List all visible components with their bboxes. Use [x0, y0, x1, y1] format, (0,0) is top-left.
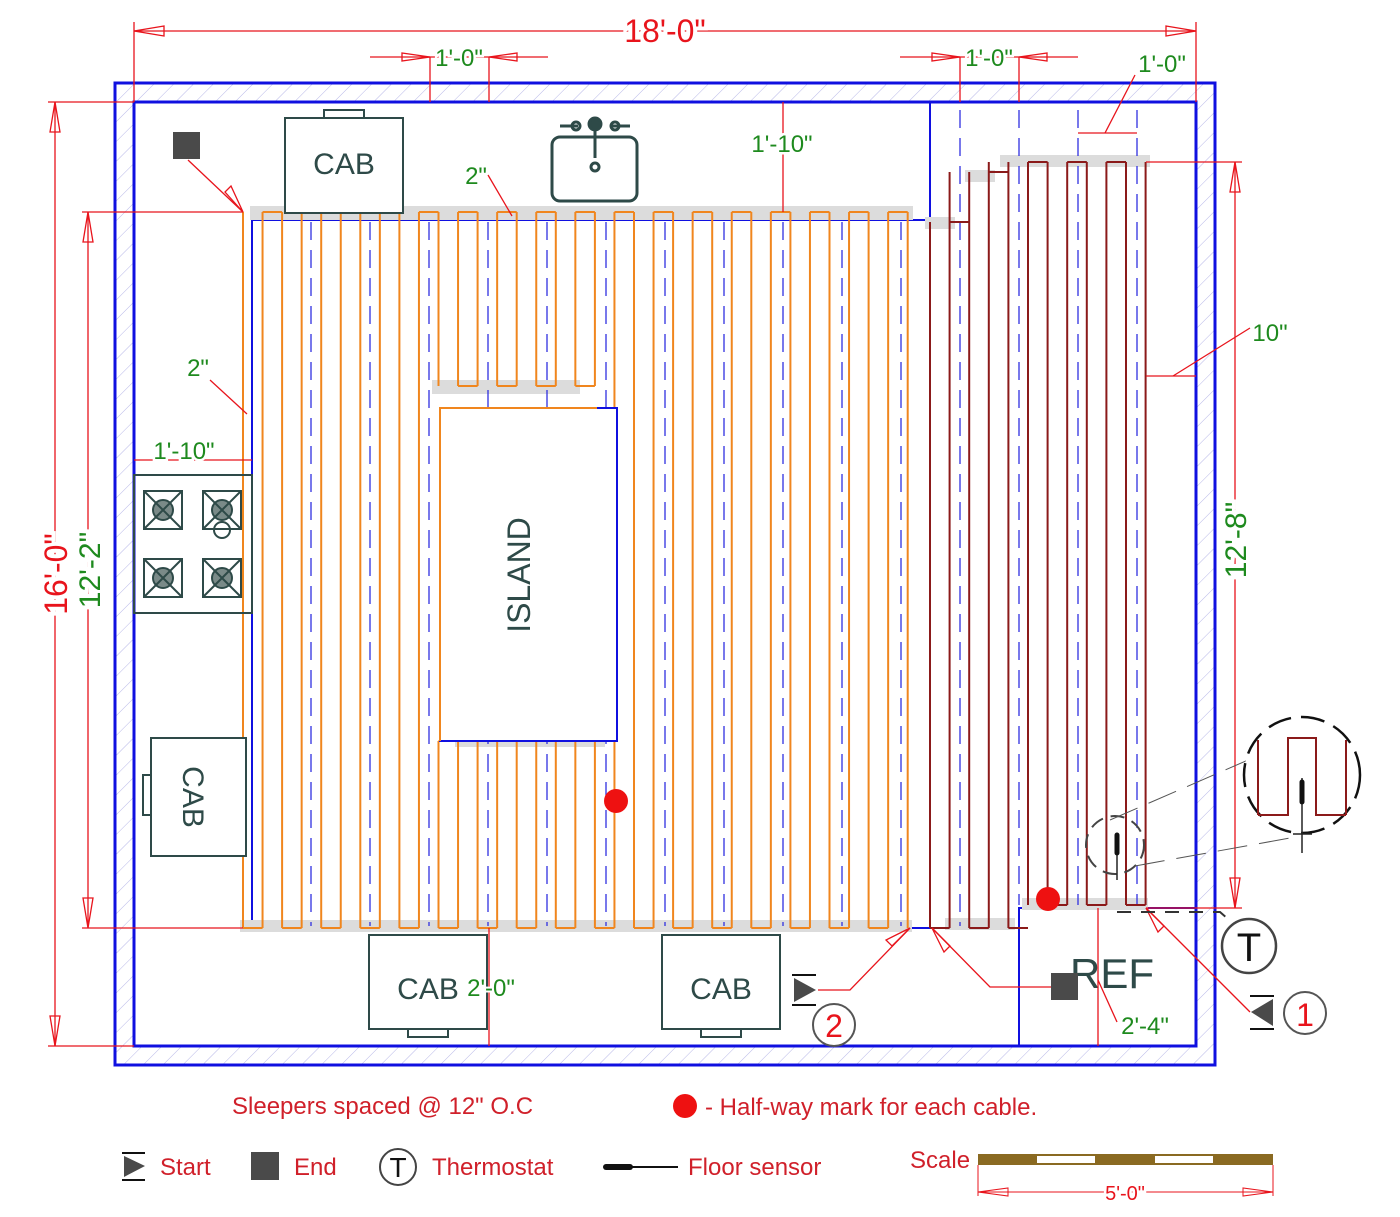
thermostat-legend-icon — [379, 1148, 417, 1186]
legend-floor-sensor: Floor sensor — [688, 1154, 821, 1181]
scale-label: Scale — [910, 1147, 970, 1174]
burner-icon — [202, 558, 242, 598]
thermostat-letter: T — [1237, 926, 1261, 970]
cabinet-bottom-2: CAB — [661, 934, 781, 1038]
sink-icon — [550, 116, 639, 203]
halfway-mark-icon — [1036, 887, 1060, 911]
burner-icon — [202, 490, 242, 530]
island: ISLAND — [439, 407, 618, 742]
burner-frame — [143, 490, 183, 530]
halfway-mark-icon — [604, 789, 628, 813]
dim-top-offset: 1'-10" — [751, 131, 812, 158]
dim-heated-left: 12'-2" — [74, 532, 107, 608]
scale-value: 5'-0" — [1105, 1183, 1145, 1205]
burner-frame — [143, 558, 183, 598]
dim-wall-gap-top: 2" — [465, 163, 487, 190]
dim-sleeper-spacing-2: 1'-0" — [965, 45, 1013, 72]
dim-sleeper-spacing-3: 1'-0" — [1138, 51, 1186, 78]
burner-frame — [202, 558, 242, 598]
dim-cab-offset: 2'-0" — [467, 975, 515, 1002]
legend-end: End — [294, 1154, 337, 1181]
cabinet-bottom-2-label: CAB — [690, 973, 752, 1006]
dim-right-gap: 10" — [1252, 320, 1287, 347]
sleeper-note: Sleepers spaced @ 12" O.C — [232, 1093, 533, 1120]
cable-1-red — [929, 161, 1147, 929]
cabinet-left-label: CAB — [176, 766, 209, 828]
end-marker-icon — [1051, 973, 1078, 1000]
scale-bar — [977, 1154, 1274, 1197]
legend-start: Start — [160, 1154, 211, 1181]
halfway-legend-icon — [673, 1094, 697, 1118]
legend-thermostat: Thermostat — [432, 1154, 554, 1181]
thermostat-legend-letter: T — [389, 1152, 406, 1183]
ref-label: REF — [1070, 950, 1154, 997]
burner-grate — [143, 558, 183, 598]
burner-frame — [202, 490, 242, 530]
burner-icon — [143, 490, 183, 530]
cable-1-number: 1 — [1296, 997, 1314, 1033]
thermostat-icon: T — [1117, 911, 1278, 975]
stove-icon — [133, 474, 253, 614]
dim-stove-depth: 1'-10" — [153, 438, 214, 465]
cabinet-top-label: CAB — [313, 148, 375, 181]
legend: Start End T Thermostat Floor sensor Scal… — [122, 1147, 1274, 1208]
end-marker-icon — [173, 132, 200, 159]
cable-2-number: 2 — [825, 1008, 843, 1044]
cabinet-top: CAB — [284, 109, 404, 214]
cabinet-bottom-1: CAB — [368, 934, 488, 1038]
dim-overall-height: 16'-0" — [38, 533, 74, 615]
dimension-lines — [48, 22, 1251, 1047]
dim-wall-gap-left: 2" — [187, 355, 209, 382]
end-legend-icon — [251, 1152, 279, 1180]
halfway-note: - Half-way mark for each cable. — [705, 1094, 1037, 1121]
burner-icon — [143, 558, 183, 598]
dim-overall-width: 18'-0" — [624, 13, 706, 49]
dim-heated-right: 12'-8" — [1220, 502, 1253, 578]
burner-grate — [202, 558, 242, 598]
heating-cables — [242, 161, 1147, 929]
sleeper-end-strips — [240, 155, 1150, 932]
start-marker-1: 1 — [1250, 991, 1327, 1035]
sleepers — [310, 110, 1138, 926]
island-label: ISLAND — [501, 517, 537, 633]
burner-grate — [143, 490, 183, 530]
start-legend-icon — [122, 1152, 145, 1181]
burner-grate — [202, 490, 242, 530]
start-marker-2: 2 — [792, 974, 856, 1047]
cabinet-bottom-1-label: CAB — [397, 973, 459, 1006]
dim-sleeper-spacing-1: 1'-0" — [435, 45, 483, 72]
floor-sensor-detail — [1085, 715, 1362, 880]
cabinet-left: CAB — [142, 737, 247, 857]
dimension-labels: 18'-0" 16'-0" 12'-2" 12'-8" 1'-0" 1'-0" … — [34, 9, 1288, 1040]
dim-ref-offset: 2'-4" — [1121, 1013, 1169, 1040]
